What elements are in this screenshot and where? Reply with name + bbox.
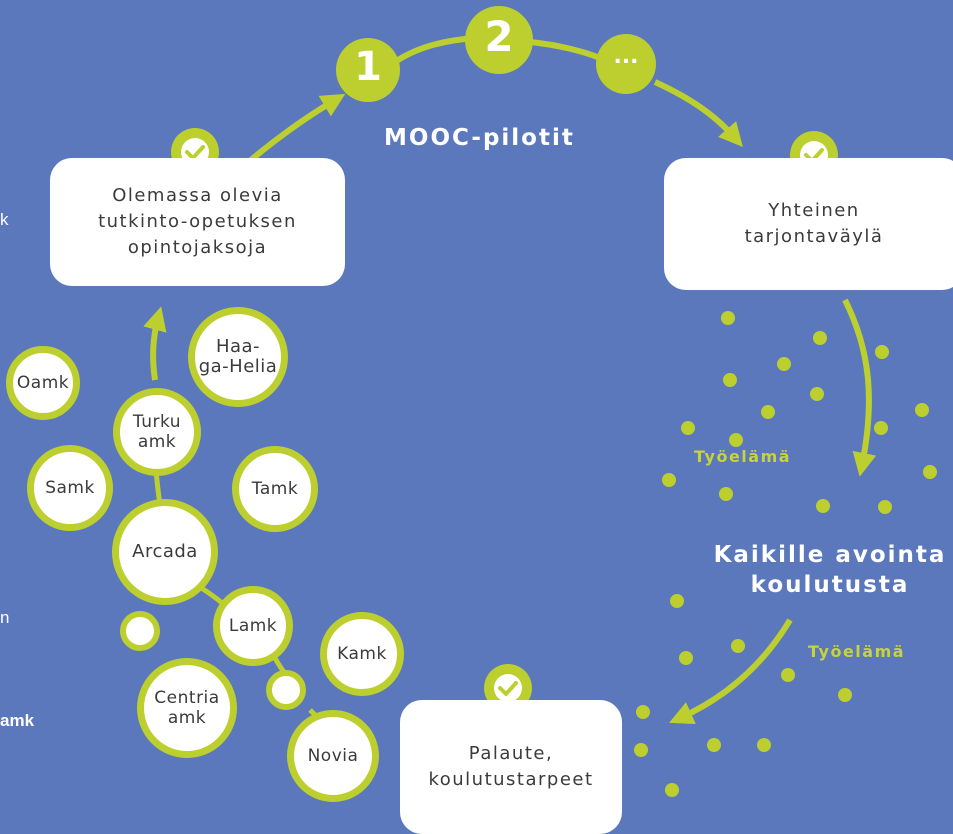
edge-text-fragment: k <box>0 210 9 229</box>
worklife-label: Työelämä <box>808 642 906 661</box>
feedback-box: Palaute, koulutustarpeet <box>400 700 622 834</box>
shared-platform-box: Yhteinen tarjontaväylä <box>664 158 953 290</box>
arrow-to-step-1 <box>243 93 346 168</box>
step-connector-2 <box>529 39 602 61</box>
arrow-chain-to-box <box>143 306 167 381</box>
institution-bubble: Novia <box>287 710 379 802</box>
institution-bubble: Kamk <box>320 612 404 696</box>
scatter-dots <box>634 311 937 797</box>
arrow-to-platform <box>653 79 743 148</box>
empty-bubble <box>120 611 160 651</box>
institution-bubble: Haa- ga-Helia <box>188 307 288 407</box>
institution-bubble: Oamk <box>6 346 80 420</box>
center-title: Kaikille avointa koulutusta <box>713 542 947 598</box>
mooc-label: MOOC-pilotit <box>384 125 575 151</box>
chain-line <box>152 439 347 738</box>
step-connector-1 <box>393 35 476 65</box>
institution-bubble: Turku amk <box>113 388 201 476</box>
institution-bubble: Samk <box>27 445 113 531</box>
step-label-2: 2 <box>484 12 514 61</box>
institution-bubble: Arcada <box>112 499 218 605</box>
step-circle-1 <box>336 38 400 102</box>
arrow-platform-down <box>842 298 877 477</box>
step-circle-2 <box>465 6 533 74</box>
step-circle-3 <box>596 34 656 94</box>
edge-text-fragment: n <box>0 608 10 627</box>
empty-bubble <box>266 670 306 710</box>
existing-courses-box: Olemassa olevia tutkinto-opetuksen opint… <box>50 158 345 286</box>
step-label-1: 1 <box>354 44 382 90</box>
edge-text-fragment: amk <box>0 711 35 730</box>
arrow-to-feedback <box>669 618 793 725</box>
institution-bubble: Centria amk <box>137 658 237 758</box>
institution-bubble: Tamk <box>232 446 318 532</box>
worklife-label: Työelämä <box>694 447 792 466</box>
institution-bubble: Lamk <box>213 586 293 666</box>
step-label-3: ... <box>613 44 639 69</box>
